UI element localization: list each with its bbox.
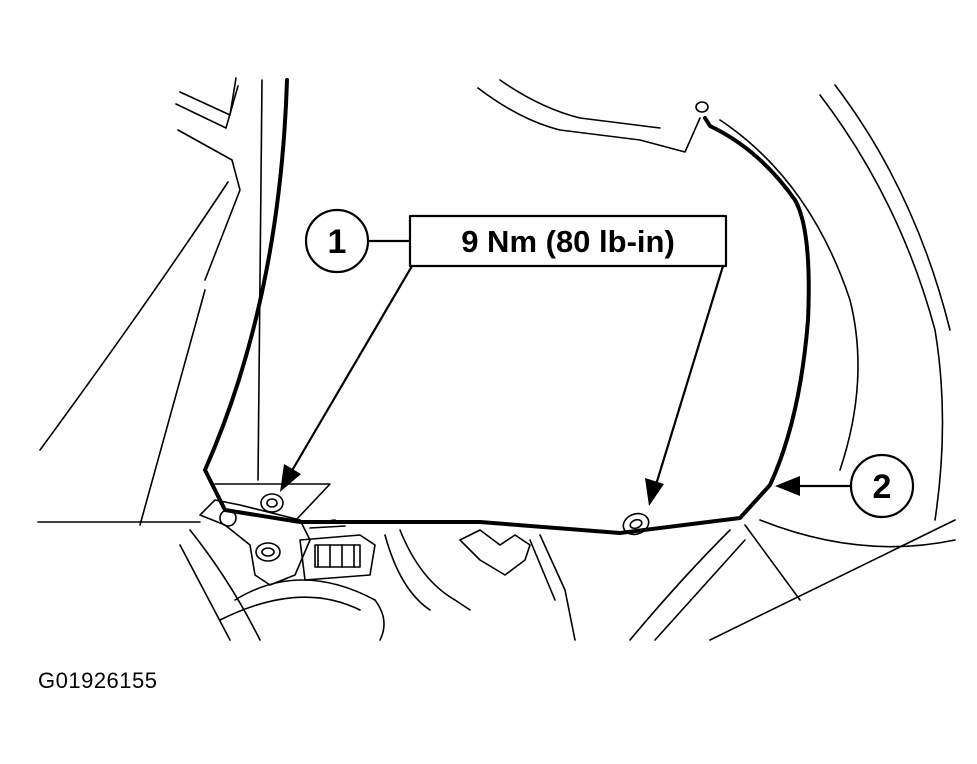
arrowhead-icon (775, 476, 800, 496)
arrowhead-icon (645, 478, 664, 506)
heat-shield (203, 78, 811, 535)
torque-label-box: 9 Nm (80 lb-in) (408, 214, 728, 268)
callout-2: 2 (775, 453, 915, 519)
callout-1-number: 1 (328, 223, 347, 261)
torque-label: 9 Nm (80 lb-in) (461, 224, 675, 259)
fastener-left (260, 493, 284, 513)
background-structure (37, 77, 956, 641)
leader-arrow-right (645, 264, 725, 506)
arrowhead-icon (280, 464, 301, 492)
callout-1: 1 (304, 208, 412, 274)
leader-arrow-left (280, 264, 414, 492)
figure-id: G01926155 (38, 668, 158, 693)
callout-2-number: 2 (873, 468, 892, 506)
fastener-right (622, 512, 650, 536)
